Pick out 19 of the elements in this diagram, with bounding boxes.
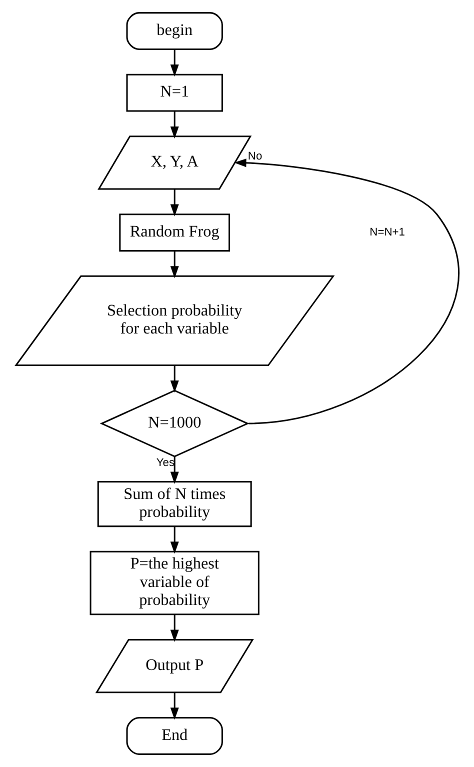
node-box: begin <box>126 12 222 50</box>
node-diamond: N=1000 <box>99 390 249 458</box>
arrow <box>170 111 178 139</box>
node-box: P=the highest variable of probability <box>89 550 259 616</box>
arrow <box>170 251 178 278</box>
arrow <box>170 456 178 484</box>
node-box: Random Frog <box>118 214 230 252</box>
arrow <box>170 189 178 216</box>
arrow <box>170 692 178 720</box>
arrow <box>170 49 178 77</box>
arrow <box>170 365 178 393</box>
arrow <box>234 158 458 424</box>
node-box: N=1 <box>126 74 222 112</box>
node-box: Sum of N times probability <box>96 480 252 528</box>
node-box: End <box>126 716 222 755</box>
arrow <box>170 614 178 642</box>
label: N=N+1 <box>369 226 404 238</box>
arrow <box>170 526 178 554</box>
edge-label: Yes <box>156 456 174 469</box>
